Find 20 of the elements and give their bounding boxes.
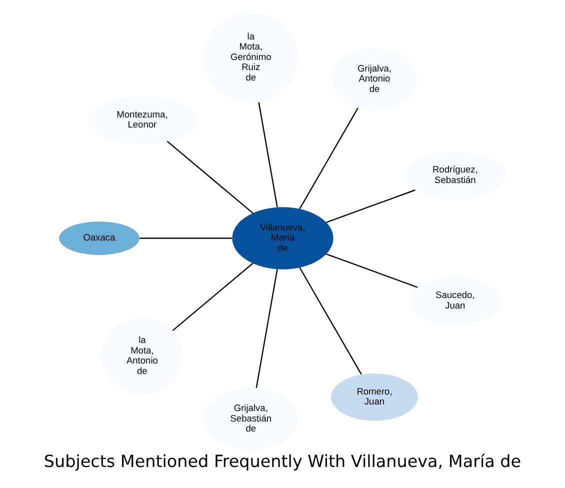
- connector: [299, 267, 362, 375]
- node-ellipse: Saucedo, Juan: [409, 277, 502, 325]
- node-ellipse: Romero, Juan: [330, 374, 418, 421]
- connector: [326, 253, 418, 288]
- connector: [140, 238, 232, 239]
- connector: [172, 262, 254, 332]
- node-ellipse: Rodríguez, Sebastián: [404, 152, 506, 200]
- connector: [256, 269, 278, 388]
- connector: [166, 140, 254, 214]
- node-ellipse: Grijalva, Antonio de: [332, 48, 418, 110]
- node-ellipse: Oaxaca: [59, 221, 140, 255]
- connector: [258, 102, 278, 208]
- connector: [299, 108, 358, 210]
- connector: [326, 189, 416, 223]
- node-ellipse: Grijalva, Sebastián de: [204, 388, 298, 450]
- diagram-title: Subjects Mentioned Frequently With Villanueva, María de: [44, 450, 522, 471]
- node-ellipse: Montezuma, Leonor: [87, 96, 197, 144]
- node-circle: la Mota, Gerónimo Ruiz de: [204, 12, 298, 103]
- node-ellipse: Villanueva, María de: [232, 207, 334, 270]
- node-circle: la Mota, Antonio de: [102, 318, 183, 394]
